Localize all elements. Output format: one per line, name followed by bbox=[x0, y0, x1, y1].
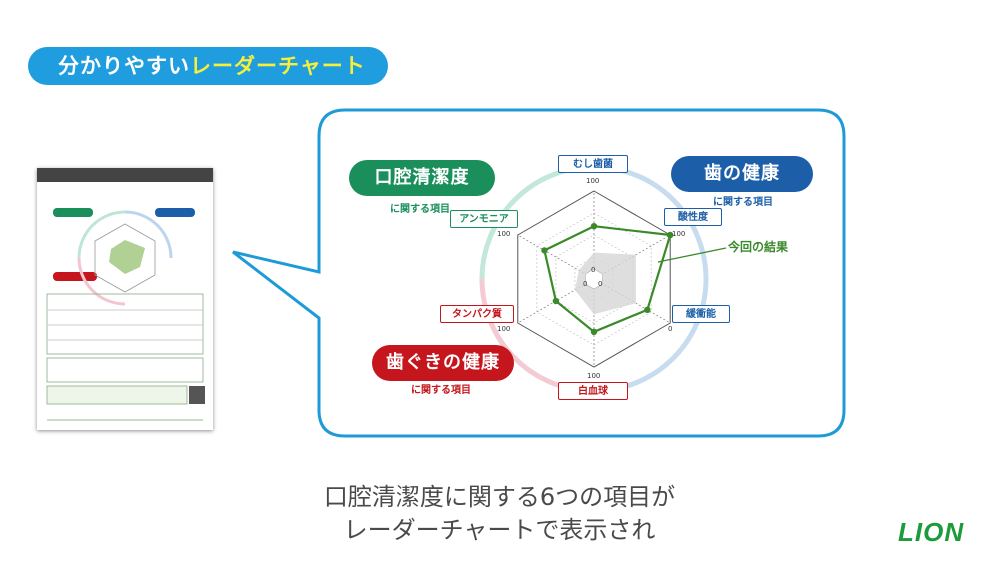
radar-series-point bbox=[541, 247, 548, 254]
result-pointer-line bbox=[657, 247, 727, 263]
center-tick-c: 0 bbox=[598, 280, 603, 288]
tick-label-lower-left: 100 bbox=[497, 325, 511, 333]
gum-category-label: 歯ぐきの健康 bbox=[386, 352, 500, 373]
series-label: 今回の結果 bbox=[728, 240, 789, 254]
center-tick-b: 0 bbox=[583, 280, 588, 288]
axis-label-sanseido: 酸性度 bbox=[664, 208, 722, 226]
axis-label-ammonia: アンモニア bbox=[450, 210, 518, 228]
oral-category-sub: に関する項目 bbox=[390, 204, 450, 215]
tick-label-top: 100 bbox=[586, 177, 600, 185]
tick-label-upper-right: 100 bbox=[672, 230, 686, 238]
radar-grid-ring bbox=[536, 212, 652, 346]
gum-category-pill: 歯ぐきの健康 bbox=[372, 345, 514, 381]
radar-chart bbox=[517, 190, 674, 368]
oral-category-label: 口腔清潔度 bbox=[374, 167, 470, 188]
report-header-bar bbox=[37, 168, 213, 182]
tick-label-upper-left: 100 bbox=[497, 230, 511, 238]
lion-logo: LION bbox=[898, 517, 965, 547]
radar-spoke bbox=[517, 234, 595, 280]
radar-series-point bbox=[644, 306, 651, 313]
axis-label-kanshono: 緩衝能 bbox=[672, 305, 730, 323]
radar-series-point bbox=[552, 297, 560, 305]
axis-label-mushiba: むし歯菌 bbox=[558, 155, 628, 173]
radar-series-point bbox=[590, 223, 598, 230]
title-part1: 分かりやすい bbox=[58, 54, 190, 78]
tick-label-lower-right: 0 bbox=[668, 325, 673, 333]
gum-category-sub: に関する項目 bbox=[411, 385, 471, 396]
caption-line-1: 口腔清潔度に関する6つの項目が bbox=[323, 483, 676, 511]
report-thumbnail bbox=[37, 168, 213, 430]
radar-center-hexagon bbox=[585, 268, 603, 290]
axis-label-hakkekkyu: 白血球 bbox=[558, 382, 628, 400]
caption-line-2: レーダーチャートで表示され bbox=[343, 516, 656, 544]
axis-label-tanpaku: タンパク質 bbox=[440, 305, 514, 323]
radar-series-point bbox=[590, 328, 598, 335]
teeth-category-sub: に関する項目 bbox=[713, 197, 773, 208]
oral-category-pill: 口腔清潔度 bbox=[349, 160, 495, 196]
title-part2: レーダーチャート bbox=[190, 54, 366, 78]
center-tick-a: 0 bbox=[591, 266, 596, 274]
slide-title: 分かりやすいレーダーチャート bbox=[28, 47, 388, 85]
radar-reference-area bbox=[574, 252, 636, 315]
report-thumbnail-graphic bbox=[46, 208, 205, 421]
tick-label-bottom: 100 bbox=[587, 372, 601, 380]
teeth-category-label: 歯の健康 bbox=[704, 163, 780, 184]
teeth-category-pill: 歯の健康 bbox=[671, 156, 813, 192]
radar-series-point bbox=[667, 231, 674, 239]
